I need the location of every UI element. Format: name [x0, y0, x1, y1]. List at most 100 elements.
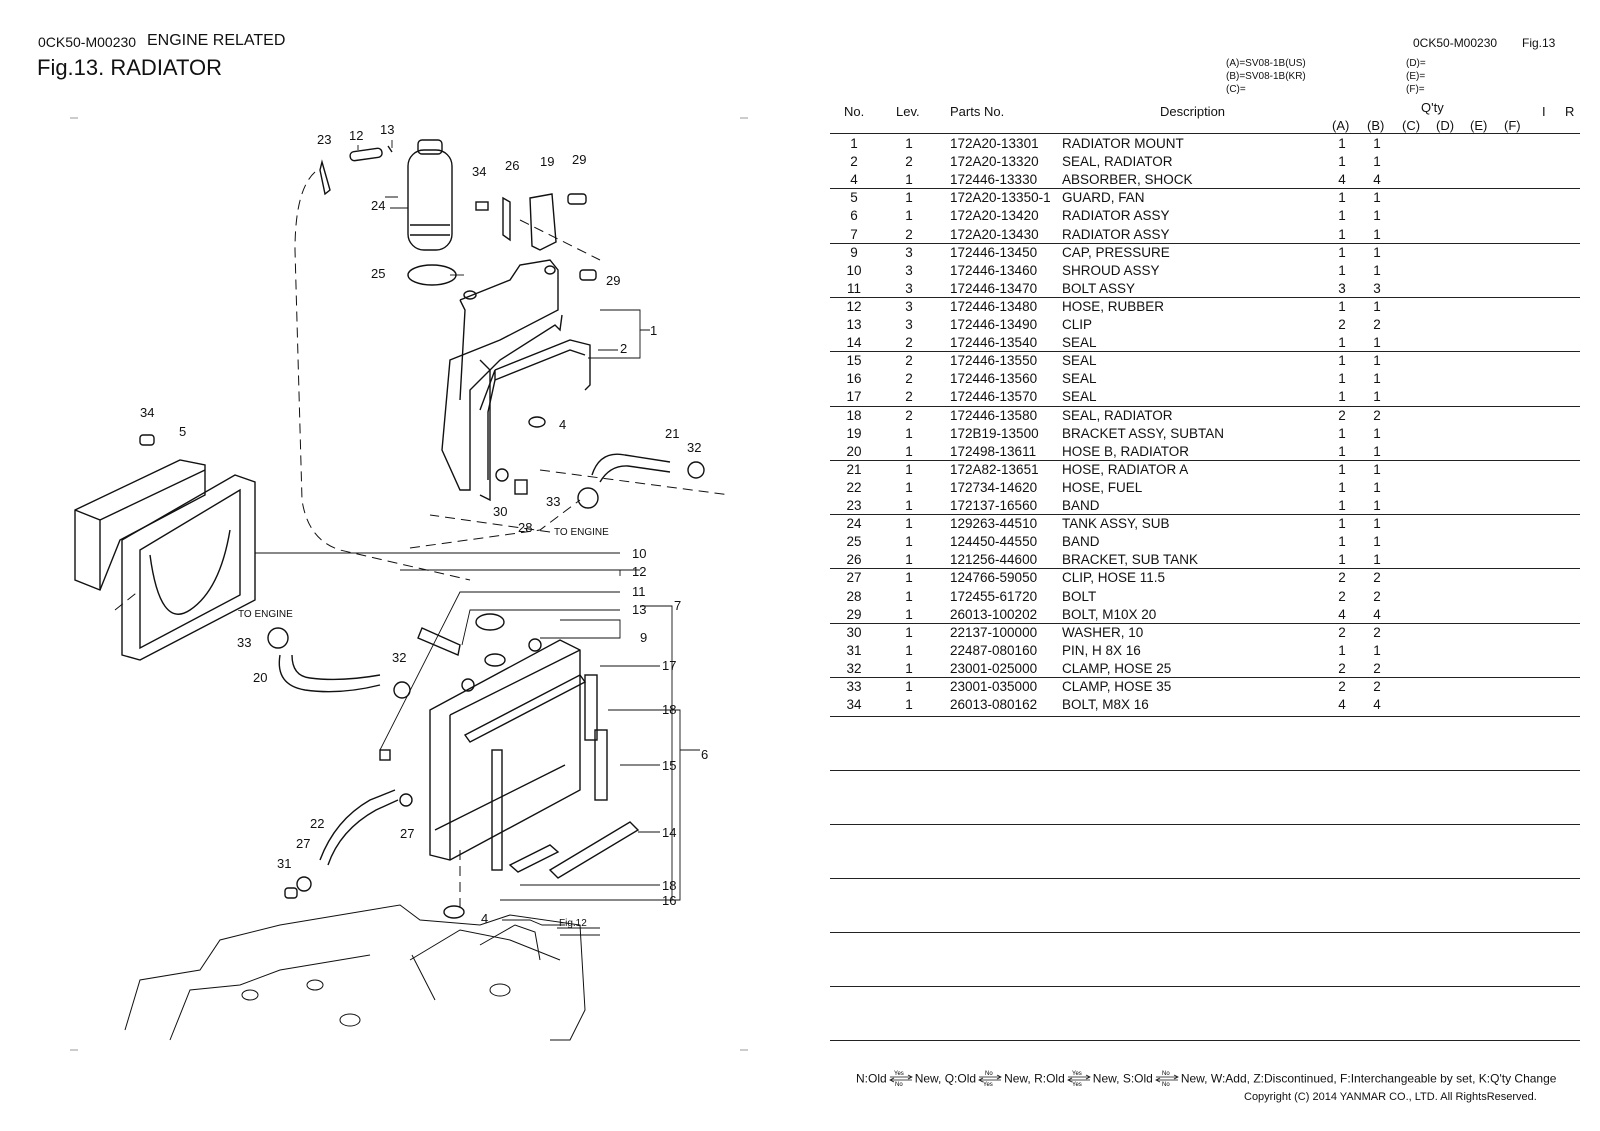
cell-no: 15	[846, 353, 862, 369]
legend-s-new: New,	[1180, 1071, 1208, 1086]
cell-no: 22	[846, 479, 862, 495]
svg-text:No: No	[895, 1082, 903, 1087]
cell-parts-no: 172455-61720	[950, 588, 1038, 604]
callout-33: 33	[546, 494, 560, 509]
cell-description: BOLT	[1062, 588, 1097, 604]
cell-no: 12	[846, 298, 862, 314]
cell-lev: 3	[905, 262, 913, 278]
cell-parts-no: 172446-13490	[950, 317, 1038, 332]
cell-qty-a: 1	[1338, 552, 1346, 568]
cell-qty-a: 2	[1338, 407, 1346, 423]
legend-a: (A)=SV08-1B(US)	[1226, 58, 1306, 69]
cell-lev: 3	[905, 280, 913, 296]
callouts: 1 2 4 4 5 6 7 9 10 11 12 12 13 13 14 15 …	[140, 122, 708, 926]
svg-text:Yes: Yes	[983, 1082, 993, 1087]
row-group-divider	[830, 351, 1580, 353]
cell-parts-no: 22137-100000	[950, 624, 1038, 640]
cell-parts-no: 172446-13470	[950, 280, 1038, 296]
cell-description: SEAL	[1062, 353, 1097, 369]
cell-qty-b: 1	[1373, 190, 1381, 206]
fan-shroud	[121, 474, 256, 661]
cell-parts-no: 172446-13450	[950, 244, 1038, 260]
cell-qty-a: 1	[1338, 516, 1346, 532]
cell-lev: 2	[905, 371, 913, 387]
cell-description: HOSE, RUBBER	[1062, 298, 1165, 314]
cell-qty-a: 1	[1338, 389, 1346, 405]
cell-parts-no: 172446-13580	[950, 407, 1038, 423]
col-header-qa: (A)	[1332, 118, 1350, 133]
cell-description: RADIATOR ASSY	[1062, 208, 1170, 224]
cell-description: GUARD, FAN	[1062, 190, 1145, 206]
radiator-hose-b	[267, 627, 411, 699]
cell-qty-b: 1	[1373, 353, 1381, 369]
cell-no: 23	[846, 498, 862, 513]
callout-9: 9	[640, 630, 647, 645]
callout-4: 4	[559, 417, 566, 432]
cell-description: BOLT, M8X 16	[1062, 697, 1149, 713]
shock-absorber	[528, 416, 546, 428]
cell-parts-no: 172734-14620	[950, 479, 1038, 495]
callout-14: 14	[662, 825, 676, 840]
cell-parts-no: 172A82-13651	[950, 461, 1039, 477]
callout-19: 19	[540, 154, 554, 169]
cell-qty-a: 1	[1338, 534, 1346, 550]
cell-qty-a: 1	[1338, 479, 1346, 495]
radiator-core	[429, 613, 581, 861]
callout-21: 21	[665, 426, 679, 441]
callout-2: 2	[620, 341, 627, 356]
callout-4b: 4	[481, 911, 488, 926]
cell-lev: 1	[905, 697, 913, 713]
cell-parts-no: 129263-44510	[950, 516, 1038, 532]
blank-row-line	[830, 986, 1580, 987]
cell-qty-a: 1	[1338, 136, 1346, 151]
cell-qty-b: 1	[1373, 498, 1381, 513]
cell-qty-b: 4	[1373, 172, 1381, 188]
svg-text:No: No	[985, 1071, 993, 1077]
cell-qty-b: 1	[1373, 298, 1381, 314]
blank-row-line	[830, 1040, 1580, 1041]
callout-32: 32	[687, 440, 701, 455]
cell-no: 16	[846, 371, 862, 387]
cell-parts-no: 172137-16560	[950, 498, 1038, 513]
cell-qty-a: 1	[1338, 298, 1346, 314]
cell-qty-b: 1	[1373, 552, 1381, 568]
cell-qty-b: 1	[1373, 479, 1381, 495]
model-legend-right: (D)= (E)= (F)=	[1406, 57, 1426, 96]
cell-no: 26	[846, 552, 862, 568]
bolt-28	[514, 479, 528, 495]
row-group-divider	[830, 568, 1580, 570]
cell-qty-b: 2	[1373, 570, 1381, 586]
cell-lev: 1	[905, 606, 913, 622]
cell-description: CLIP, HOSE 11.5	[1062, 570, 1166, 586]
cell-description: BAND	[1062, 498, 1100, 513]
row-group-divider	[830, 405, 1580, 407]
cell-description: SEAL, RADIATOR	[1062, 154, 1173, 170]
cell-lev: 1	[905, 624, 913, 640]
col-header-qb: (B)	[1367, 118, 1385, 133]
cell-lev: 1	[905, 642, 913, 658]
corner-marks	[70, 117, 748, 1051]
cell-qty-a: 1	[1338, 443, 1346, 459]
cell-no: 9	[850, 244, 858, 260]
cell-no: 10	[846, 262, 862, 278]
cell-qty-a: 2	[1338, 570, 1346, 586]
doc-code: 0CK50-M00230	[38, 34, 137, 50]
callout-32b: 32	[392, 650, 406, 665]
cell-description: SEAL, RADIATOR	[1062, 407, 1173, 423]
cell-qty-b: 4	[1373, 606, 1381, 622]
cell-parts-no: 22487-080160	[950, 642, 1038, 658]
col-header-qd: (D)	[1436, 118, 1455, 133]
cell-qty-a: 2	[1338, 588, 1346, 604]
col-header-lev: Lev.	[896, 104, 920, 119]
cell-lev: 3	[905, 317, 913, 332]
cell-lev: 1	[905, 552, 913, 568]
